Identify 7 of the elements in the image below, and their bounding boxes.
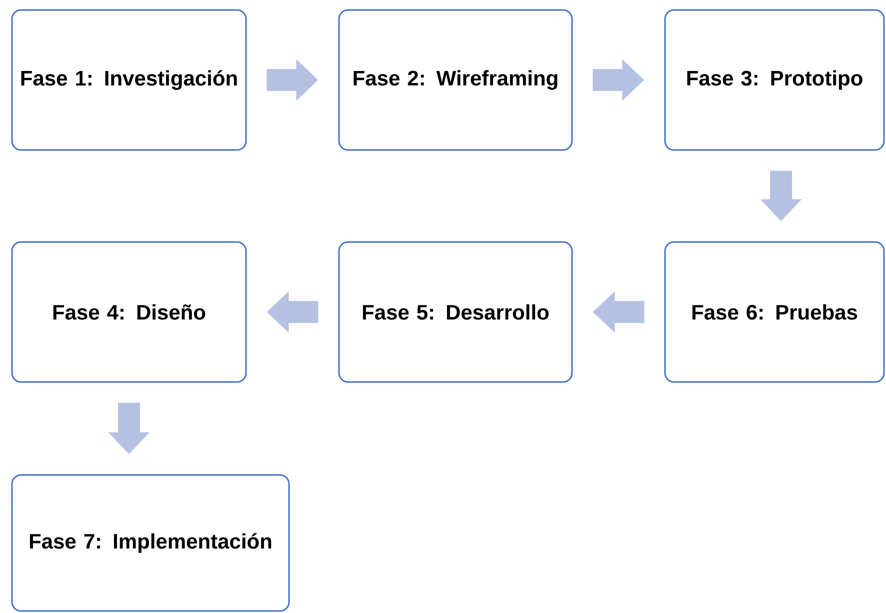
phase-box: Fase 2: Wireframing [338,9,573,151]
phase-box: Fase 3: Prototipo [664,9,885,151]
phase-box: Fase 4: Diseño [11,241,247,383]
phase-box: Fase 1: Investigación [11,9,247,151]
phase-box: Fase 7: Implementación [11,474,290,612]
phase-box: Fase 6: Pruebas [664,241,885,383]
phase-box: Fase 5: Desarrollo [338,241,573,383]
